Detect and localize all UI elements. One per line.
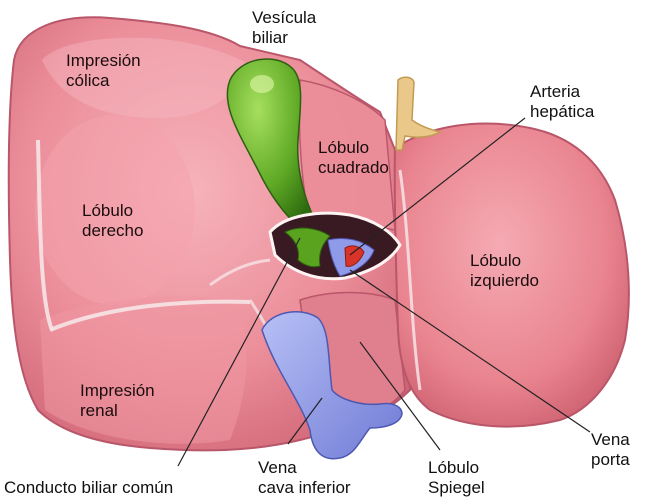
label-impresion-renal: Impresión renal bbox=[80, 381, 155, 421]
label-lobulo-derecho: Lóbulo derecho bbox=[82, 201, 143, 241]
label-lobulo-spiegel: Lóbulo Spiegel bbox=[428, 458, 485, 498]
label-vesicula-biliar: Vesícula biliar bbox=[252, 8, 316, 48]
label-lobulo-cuadrado: Lóbulo cuadrado bbox=[318, 138, 389, 178]
label-impresion-colica: Impresión cólica bbox=[66, 51, 141, 91]
label-vena-cava-inferior: Vena cava inferior bbox=[258, 458, 351, 498]
label-vena-porta: Vena porta bbox=[591, 430, 630, 470]
label-arteria-hepatica: Arteria hepática bbox=[530, 82, 594, 122]
label-conducto-biliar: Conducto biliar común bbox=[4, 478, 173, 498]
label-lobulo-izquierdo: Lóbulo izquierdo bbox=[470, 251, 539, 291]
